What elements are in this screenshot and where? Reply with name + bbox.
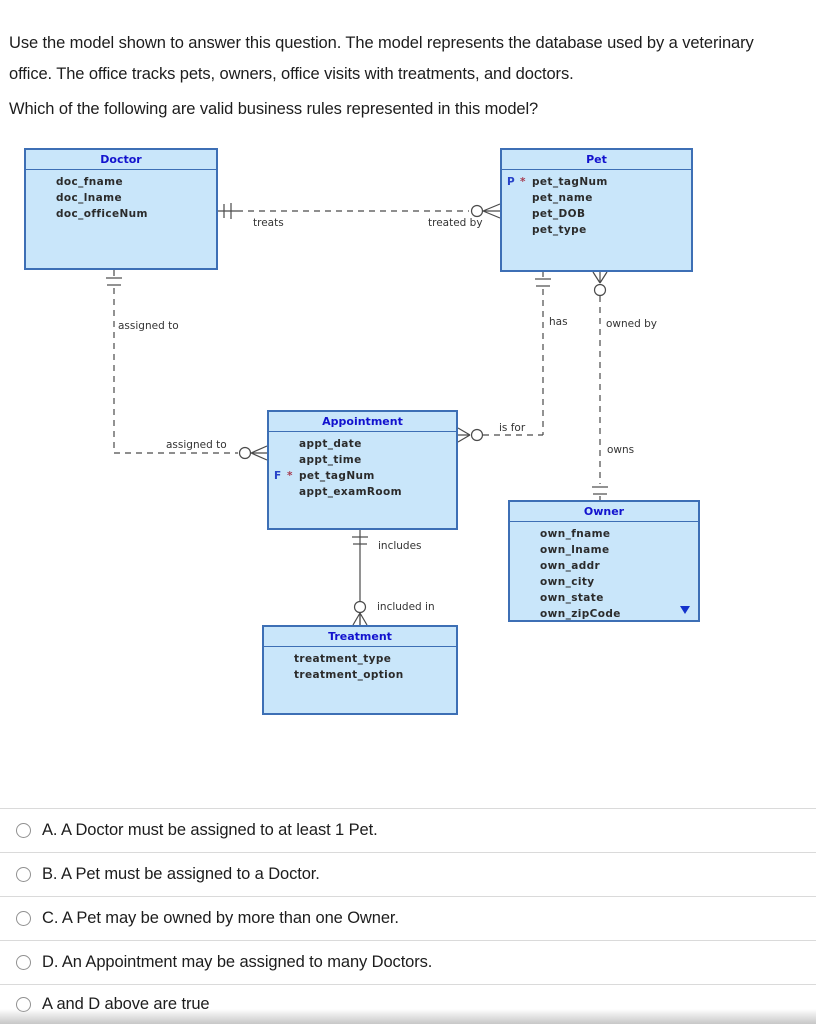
attribute-name: own_state bbox=[540, 592, 604, 604]
entity-appointment-attributes: appt_date appt_time F * pet_tagNum appt_… bbox=[269, 432, 456, 500]
attribute-name: own_fname bbox=[540, 528, 611, 540]
attribute-name: pet_tagNum bbox=[532, 176, 608, 188]
question-prompt: Which of the following are valid busines… bbox=[9, 99, 539, 118]
entity-pet-title: Pet bbox=[502, 150, 691, 170]
attribute-name: pet_DOB bbox=[532, 208, 586, 220]
relationship-label-owns: owns bbox=[607, 444, 635, 456]
attribute-row: treatment_option bbox=[264, 667, 456, 683]
bottom-fade-gradient bbox=[0, 1009, 816, 1024]
attribute-name: treatment_type bbox=[294, 653, 392, 665]
relationship-label-has: has bbox=[549, 316, 568, 328]
primary-key-marker: P bbox=[507, 176, 516, 188]
attribute-name: own_addr bbox=[540, 560, 601, 572]
radio-button[interactable] bbox=[16, 823, 31, 838]
radio-button[interactable] bbox=[16, 955, 31, 970]
attribute-name: own_lname bbox=[540, 544, 610, 556]
entity-owner-title: Owner bbox=[510, 502, 698, 522]
attribute-name: appt_examRoom bbox=[299, 486, 402, 498]
attribute-row: pet_name bbox=[502, 190, 691, 206]
question-intro: Use the model shown to answer this quest… bbox=[9, 33, 754, 83]
attribute-row: own_fname bbox=[510, 526, 698, 542]
entity-appointment: Appointment appt_date appt_time F * pet_… bbox=[267, 410, 458, 530]
attribute-row: doc_officeNum bbox=[26, 206, 216, 222]
option-label: D. An Appointment may be assigned to man… bbox=[42, 953, 433, 971]
attribute-name: own_zipCode bbox=[540, 608, 621, 620]
option-row-b[interactable]: B. A Pet must be assigned to a Doctor. bbox=[0, 852, 816, 896]
attribute-row: appt_date bbox=[269, 436, 456, 452]
attribute-name: doc_lname bbox=[56, 192, 123, 204]
attribute-row: P * pet_tagNum bbox=[502, 174, 691, 190]
entity-owner-attributes: own_fname own_lname own_addr own_city ow… bbox=[510, 522, 698, 622]
foreign-key-marker: F bbox=[274, 470, 282, 482]
entity-doctor-attributes: doc_fname doc_lname doc_officeNum bbox=[26, 170, 216, 222]
attribute-name: appt_time bbox=[299, 454, 362, 466]
attribute-row: appt_examRoom bbox=[269, 484, 456, 500]
entity-doctor-title: Doctor bbox=[26, 150, 216, 170]
option-row-d[interactable]: D. An Appointment may be assigned to man… bbox=[0, 940, 816, 984]
option-label: A and D above are true bbox=[42, 995, 210, 1013]
relationship-label-owned-by: owned by bbox=[606, 318, 658, 330]
attribute-row: appt_time bbox=[269, 452, 456, 468]
entity-treatment-attributes: treatment_type treatment_option bbox=[264, 647, 456, 683]
attribute-row: doc_fname bbox=[26, 174, 216, 190]
entity-appointment-title: Appointment bbox=[269, 412, 456, 432]
attribute-row: doc_lname bbox=[26, 190, 216, 206]
option-label: B. A Pet must be assigned to a Doctor. bbox=[42, 865, 320, 883]
option-row-c[interactable]: C. A Pet may be owned by more than one O… bbox=[0, 896, 816, 940]
triangle-down-icon bbox=[680, 606, 690, 614]
relationship-includes-included-in bbox=[352, 530, 368, 626]
entity-treatment: Treatment treatment_type treatment_optio… bbox=[262, 625, 458, 715]
relationship-label-treated-by: treated by bbox=[428, 217, 483, 229]
relationship-assigned-to bbox=[106, 270, 268, 461]
attribute-name: pet_type bbox=[532, 224, 587, 236]
required-marker: * bbox=[287, 470, 293, 482]
relationship-label-treats: treats bbox=[253, 217, 284, 229]
attribute-row: own_lname bbox=[510, 542, 698, 558]
radio-button[interactable] bbox=[16, 911, 31, 926]
attribute-row: own_zipCode bbox=[510, 606, 698, 622]
attribute-row: treatment_type bbox=[264, 651, 456, 667]
entity-treatment-title: Treatment bbox=[264, 627, 456, 647]
relationship-label-includes: includes bbox=[378, 540, 422, 552]
answer-options-list: A. A Doctor must be assigned to at least… bbox=[0, 808, 816, 1024]
relationship-label-assigned-to-1: assigned to bbox=[118, 320, 179, 332]
attribute-name: appt_date bbox=[299, 438, 362, 450]
attribute-row: pet_DOB bbox=[502, 206, 691, 222]
relationship-label-included-in: included in bbox=[377, 601, 435, 613]
option-row-a[interactable]: A. A Doctor must be assigned to at least… bbox=[0, 808, 816, 852]
attribute-name: pet_name bbox=[532, 192, 593, 204]
attribute-name: own_city bbox=[540, 576, 595, 588]
option-label: C. A Pet may be owned by more than one O… bbox=[42, 909, 399, 927]
attribute-row: pet_type bbox=[502, 222, 691, 238]
entity-pet-attributes: P * pet_tagNum pet_name pet_DOB pet_type bbox=[502, 170, 691, 238]
entity-pet: Pet P * pet_tagNum pet_name pet_DOB pet_… bbox=[500, 148, 693, 272]
attribute-row: own_city bbox=[510, 574, 698, 590]
relationship-label-assigned-to-2: assigned to bbox=[166, 439, 227, 451]
attribute-name: pet_tagNum bbox=[299, 470, 375, 482]
option-label: A. A Doctor must be assigned to at least… bbox=[42, 821, 378, 839]
attribute-name: doc_fname bbox=[56, 176, 123, 188]
attribute-name: doc_officeNum bbox=[56, 208, 148, 220]
entity-owner: Owner own_fname own_lname own_addr own_c… bbox=[508, 500, 700, 622]
relationship-owned-by-owns bbox=[592, 271, 608, 500]
relationship-has-is-for bbox=[457, 272, 551, 443]
attribute-row: F * pet_tagNum bbox=[269, 468, 456, 484]
attribute-row: own_addr bbox=[510, 558, 698, 574]
required-marker: * bbox=[520, 176, 526, 188]
relationship-label-is-for: is for bbox=[499, 422, 526, 434]
radio-button[interactable] bbox=[16, 867, 31, 882]
attribute-row: own_state bbox=[510, 590, 698, 606]
attribute-name: treatment_option bbox=[294, 669, 404, 681]
entity-doctor: Doctor doc_fname doc_lname doc_officeNum bbox=[24, 148, 218, 270]
